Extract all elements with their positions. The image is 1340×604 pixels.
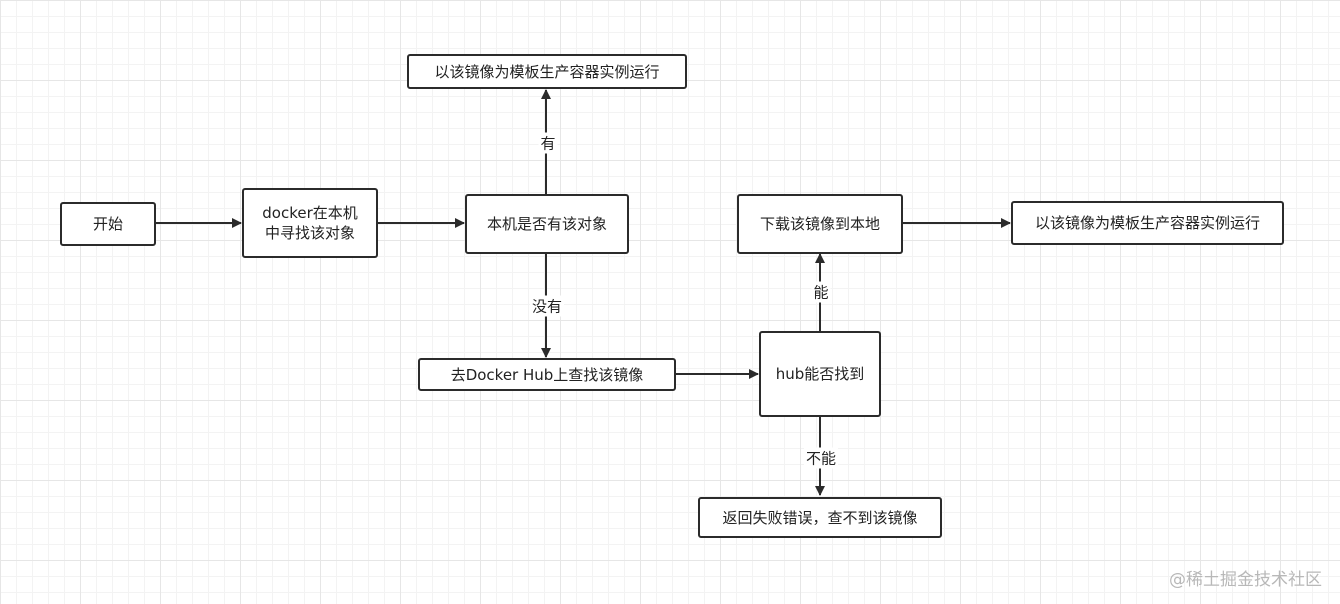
edge-label-yes: 有: [538, 132, 558, 154]
node-hub-found: hub能否找到: [759, 331, 881, 417]
edge-label-cannot: 不能: [803, 447, 839, 469]
node-has-local: 本机是否有该对象: [465, 194, 629, 254]
node-search-local: docker在本机 中寻找该对象: [242, 188, 378, 258]
node-start: 开始: [60, 202, 156, 246]
node-run-top: 以该镜像为模板生产容器实例运行: [407, 54, 687, 89]
edge-label-can: 能: [811, 281, 831, 303]
edge-label-no: 没有: [529, 295, 565, 317]
node-run-right: 以该镜像为模板生产容器实例运行: [1011, 201, 1284, 245]
watermark: @稀土掘金技术社区: [1169, 570, 1322, 590]
node-error: 返回失败错误，查不到该镜像: [698, 497, 942, 538]
node-download: 下载该镜像到本地: [737, 194, 903, 254]
node-search-hub: 去Docker Hub上查找该镜像: [418, 358, 676, 391]
